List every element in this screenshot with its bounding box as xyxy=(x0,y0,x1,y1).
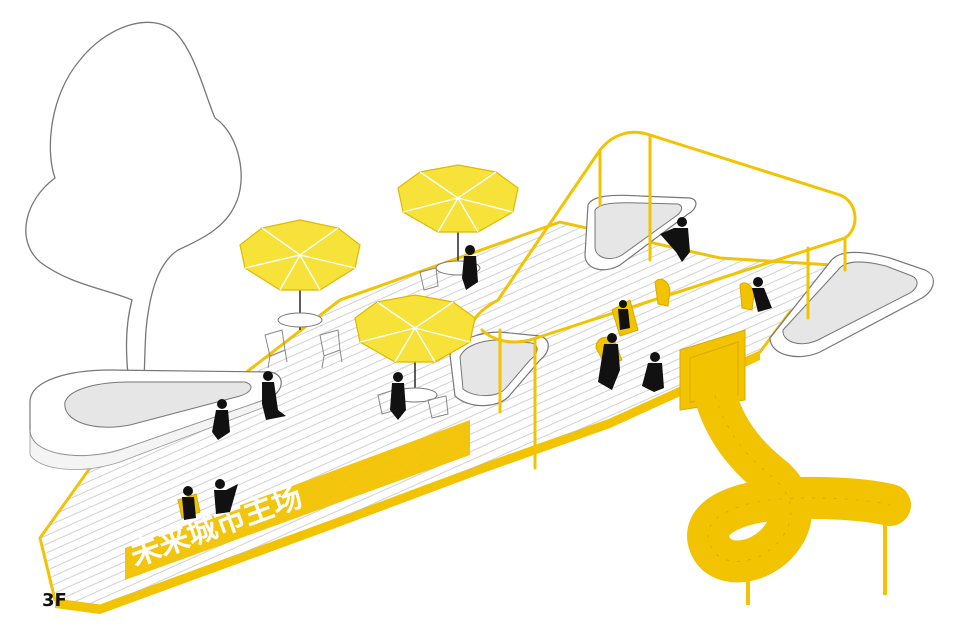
person-11 xyxy=(618,300,630,330)
yellow-railing xyxy=(468,130,857,470)
person-3 xyxy=(390,372,406,420)
floor-label: 3F xyxy=(42,590,67,611)
person-5 xyxy=(660,217,690,262)
planter-left xyxy=(29,369,282,470)
people-figures xyxy=(182,217,772,520)
planter-right xyxy=(769,251,934,358)
person-9 xyxy=(182,486,196,520)
tree xyxy=(25,21,242,399)
person-8 xyxy=(642,352,664,392)
cafe-chairs xyxy=(264,267,449,419)
person-7 xyxy=(598,333,620,390)
person-10 xyxy=(214,479,238,514)
spiral-slide xyxy=(687,374,911,605)
person-2 xyxy=(262,371,286,420)
person-1 xyxy=(212,399,230,440)
person-6 xyxy=(752,277,772,312)
person-4 xyxy=(462,245,478,290)
umbrella-left xyxy=(239,219,361,330)
planter-back xyxy=(584,194,697,271)
